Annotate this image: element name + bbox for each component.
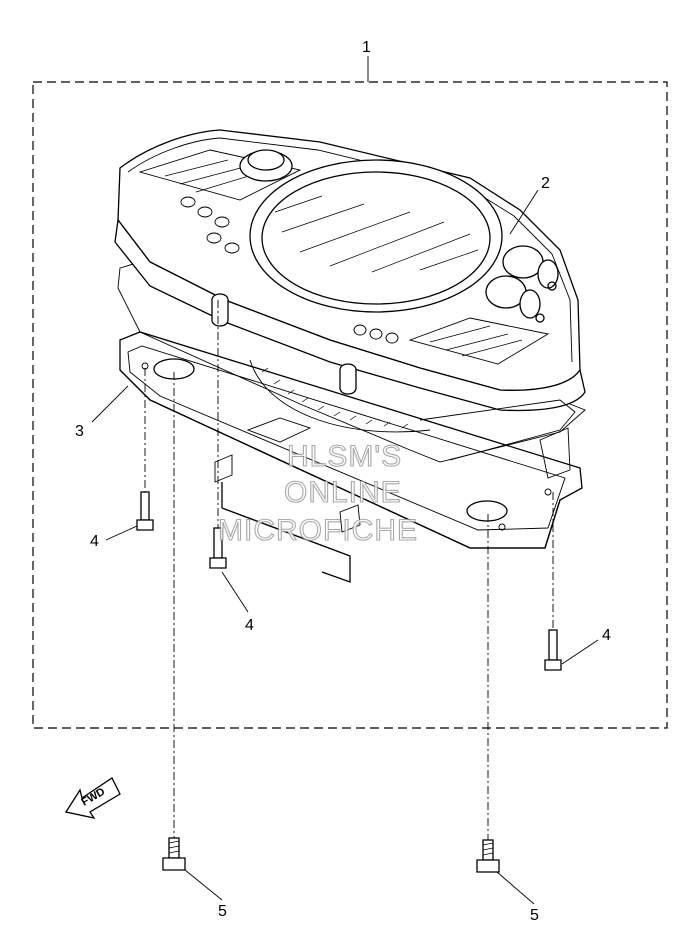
screw-part-4-right	[544, 629, 562, 671]
callout-2: 2	[541, 175, 550, 192]
callout-3: 3	[75, 423, 84, 440]
watermark-line-1: HLSM'S	[287, 440, 402, 473]
lower-case-part-3	[119, 331, 583, 549]
watermark-line-3: MICROFICHE	[218, 514, 418, 547]
lower-gasket-edge	[419, 399, 576, 461]
assembly-boundary	[32, 81, 668, 729]
watermark-line-2: ONLINE	[284, 476, 402, 509]
screw-part-4-left	[136, 491, 154, 531]
meter-assembly-part-2	[114, 129, 586, 412]
callout-4-right: 4	[602, 627, 611, 644]
bolt-part-5-left	[162, 837, 186, 871]
callout-4-center: 4	[245, 617, 254, 634]
lower-bracket	[221, 482, 351, 583]
callout-5-right: 5	[530, 907, 539, 924]
callout-1: 1	[362, 39, 371, 56]
forward-arrow-icon: FWD	[64, 777, 121, 819]
watermark: HLSM'S ONLINE MICROFICHE	[217, 439, 418, 547]
callout-4-left: 4	[90, 533, 99, 550]
screw-part-4-center	[209, 527, 227, 569]
rear-dial	[249, 359, 431, 433]
callout-5-left: 5	[218, 903, 227, 920]
bolt-part-5-right	[476, 839, 500, 873]
